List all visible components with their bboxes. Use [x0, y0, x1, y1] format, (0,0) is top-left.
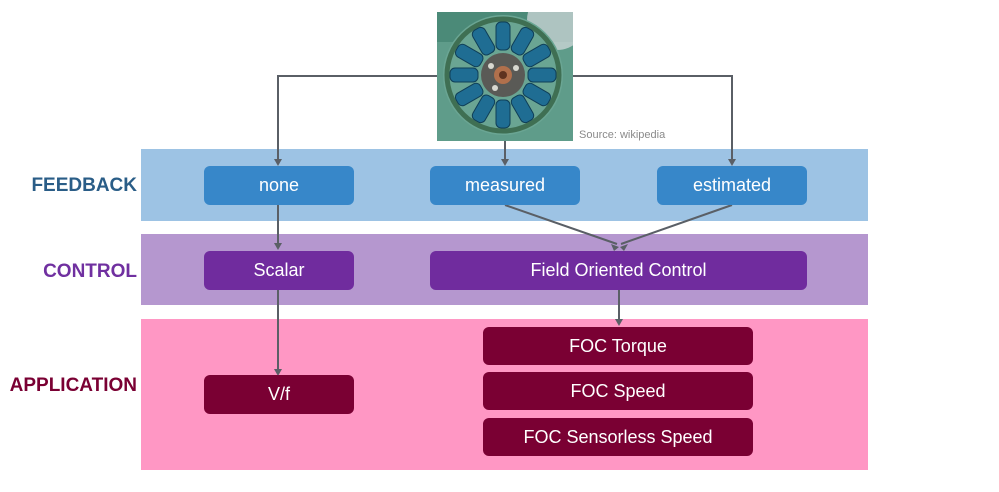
edge-measured-foc [504, 204, 618, 245]
node-foc-sensorless-speed[interactable]: FOC Sensorless Speed [483, 418, 753, 456]
arrowhead [611, 244, 619, 251]
application-row-label: APPLICATION [9, 375, 137, 396]
arrowhead [615, 319, 623, 326]
node-measured[interactable]: measured [430, 166, 580, 205]
node-foc-torque[interactable]: FOC Torque [483, 327, 753, 365]
arrowhead [728, 159, 736, 166]
arrowhead [274, 243, 282, 250]
edge-image-estimated [573, 75, 733, 160]
image-source-caption: Source: wikipedia [579, 129, 666, 141]
feedback-row-label: FEEDBACK [31, 175, 137, 196]
arrowhead [274, 159, 282, 166]
edge-image-none [277, 75, 437, 160]
node-vf[interactable]: V/f [204, 375, 354, 414]
node-estimated[interactable]: estimated [657, 166, 807, 205]
node-scalar[interactable]: Scalar [204, 251, 354, 290]
motor-stator-image [437, 12, 573, 141]
node-foc-speed[interactable]: FOC Speed [483, 372, 753, 410]
arrowhead [501, 159, 509, 166]
edge-estimated-foc [620, 204, 733, 245]
control-row-label: CONTROL [43, 261, 137, 282]
arrowhead [620, 244, 628, 251]
node-none[interactable]: none [204, 166, 354, 205]
arrowhead [274, 369, 282, 376]
node-field-oriented-control[interactable]: Field Oriented Control [430, 251, 807, 290]
